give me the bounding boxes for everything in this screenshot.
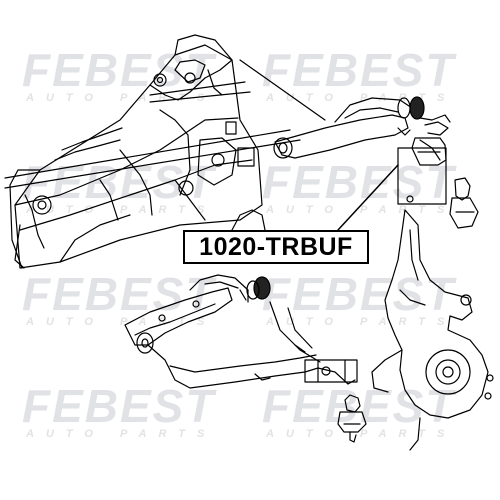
leader-line [337,164,399,231]
subframe-drawing [9,34,266,269]
axle-detail [14,59,206,269]
lower-control-arm [124,274,358,389]
upper-control-arm-installed [273,96,451,161]
reference-lines [4,59,326,189]
ball-joint-detail [397,137,479,229]
part-number-label: 1020-TRBUF [183,230,369,264]
steering-knuckle [371,209,494,451]
lower-ball-joint [337,394,367,443]
